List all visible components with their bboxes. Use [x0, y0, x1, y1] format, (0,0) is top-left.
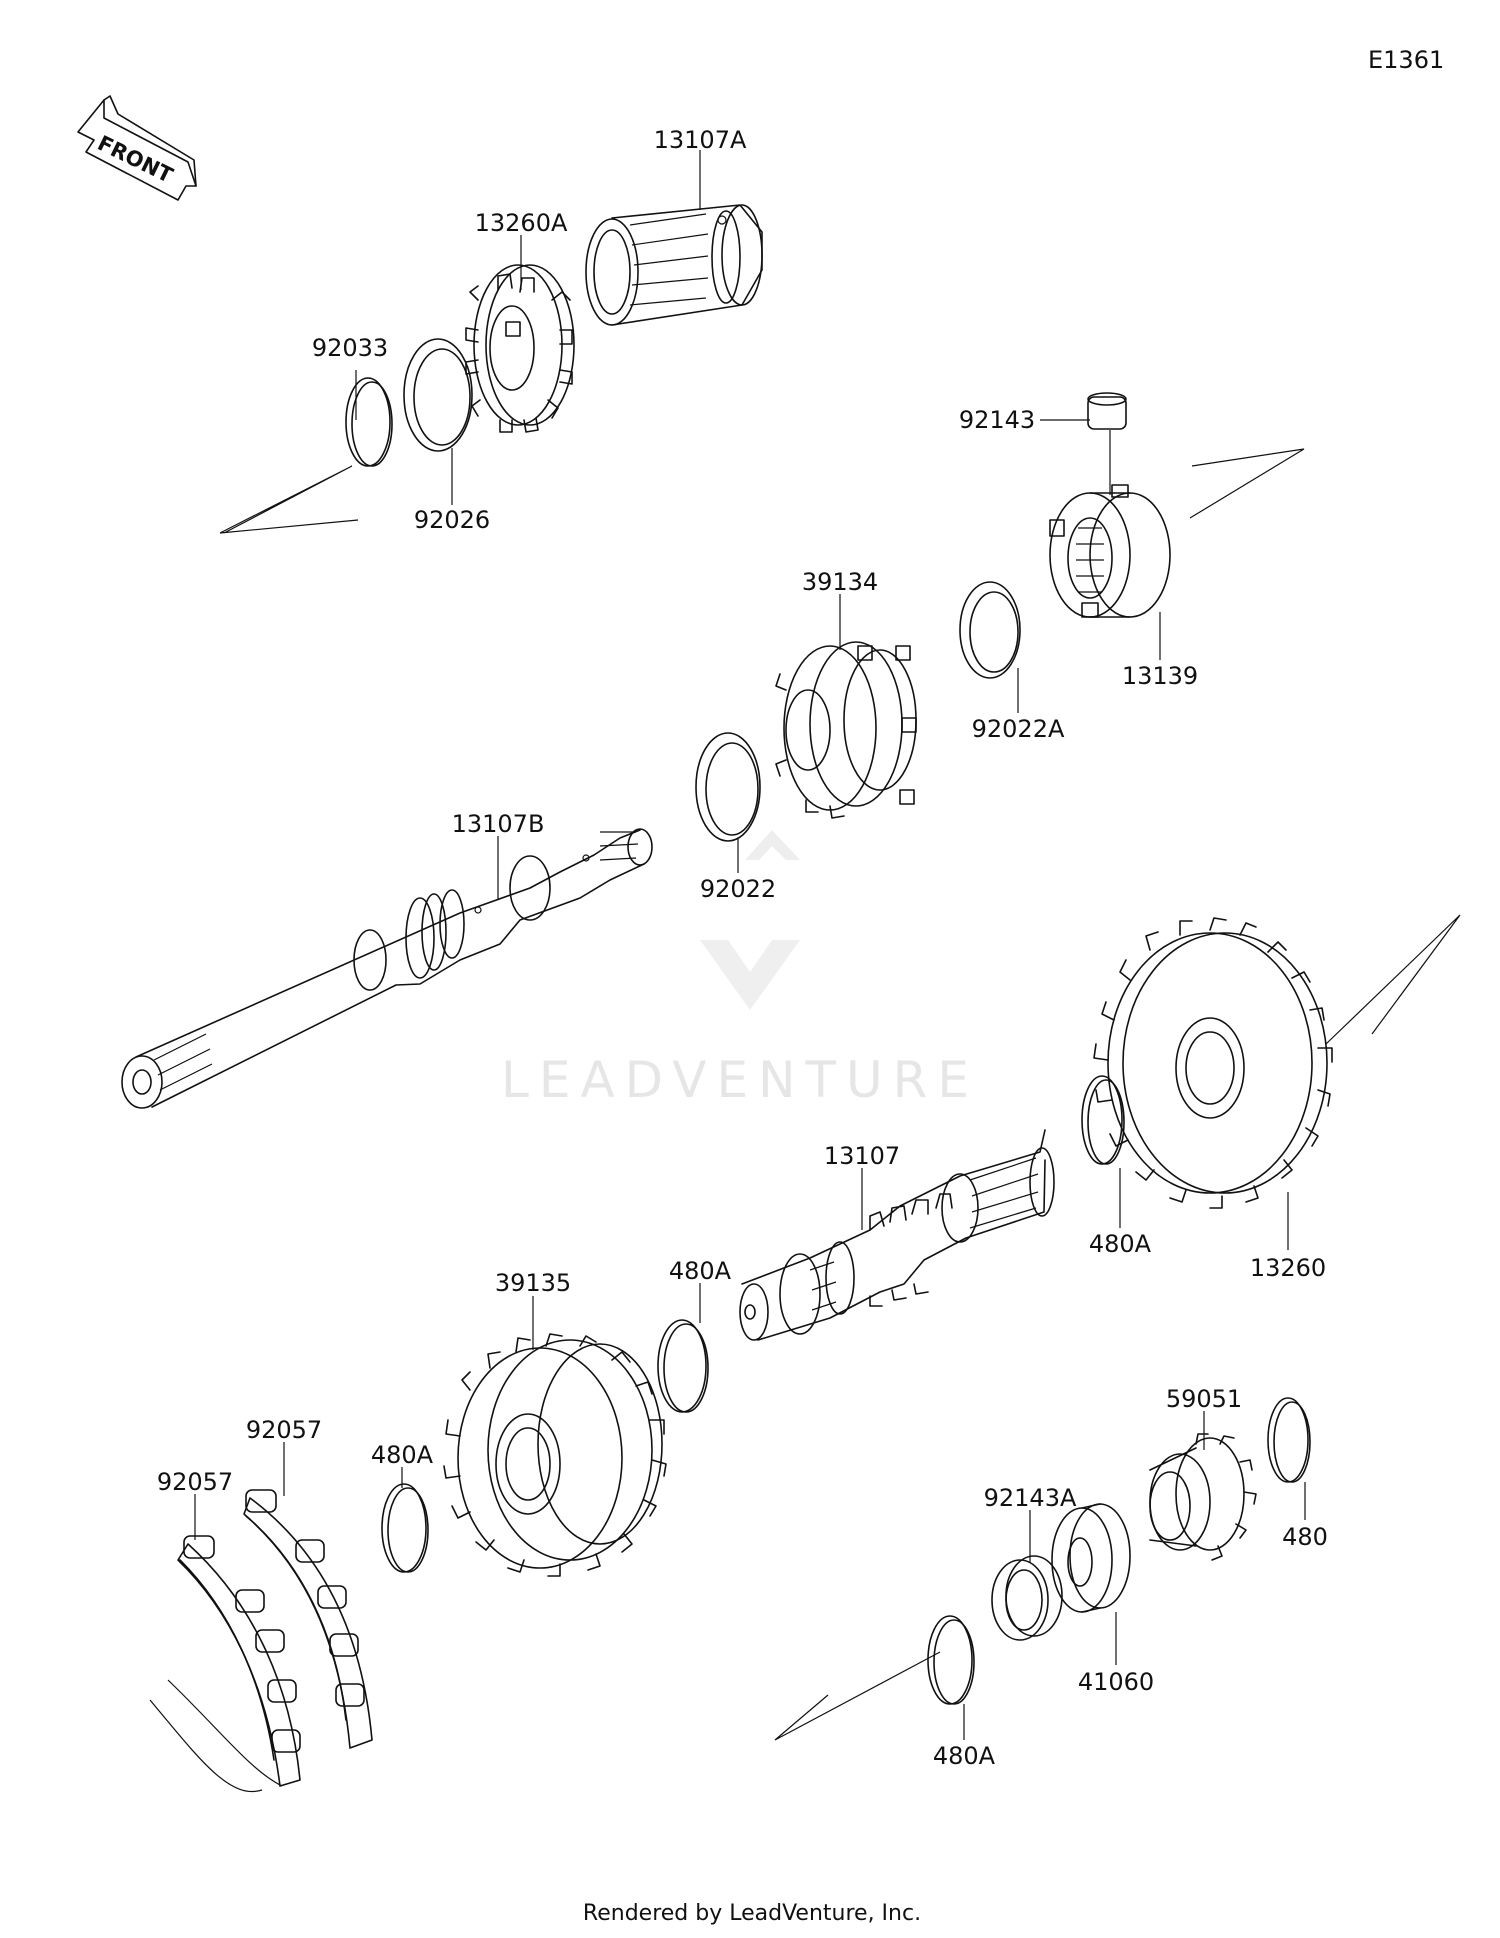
leader-lines — [194, 150, 1306, 1740]
gear-13260 — [1093, 917, 1333, 1209]
sleeve-13107a — [585, 204, 763, 326]
footer-credit: Rendered by LeadVenture, Inc. — [583, 1901, 921, 1926]
circlip-480 — [1267, 1397, 1311, 1483]
chain-92057-a — [149, 1535, 301, 1793]
circlip-480a-left — [381, 1483, 429, 1573]
label-13107b: 13107B — [452, 810, 545, 838]
label-92022a: 92022A — [972, 715, 1065, 743]
label-41060: 41060 — [1078, 1668, 1154, 1696]
label-13260: 13260 — [1250, 1254, 1326, 1282]
gear-39135 — [443, 1333, 667, 1577]
label-39134: 39134 — [802, 568, 878, 596]
shaft-13107 — [739, 1129, 1055, 1341]
label-92057-b: 92057 — [246, 1416, 322, 1444]
hub-13139 — [1049, 484, 1171, 618]
washer-92022a — [959, 581, 1021, 679]
watermark-text: LEADVENTURE — [501, 1051, 979, 1109]
circlip-480a-bottom — [927, 1615, 975, 1705]
shaft-13107b — [121, 828, 653, 1109]
axis-line — [774, 1651, 941, 1741]
ring-92143a — [991, 1555, 1063, 1641]
label-92143a: 92143A — [984, 1484, 1077, 1512]
sprocket-59051 — [1149, 1433, 1257, 1561]
label-13139: 13139 — [1122, 662, 1198, 690]
label-480a-right: 480A — [1089, 1230, 1152, 1258]
watermark-logo: LEADVENTURE — [501, 830, 979, 1109]
label-92022: 92022 — [700, 875, 776, 903]
label-92143: 92143 — [959, 406, 1035, 434]
circlip-480a-mid — [657, 1319, 709, 1413]
collar-41060 — [1051, 1503, 1131, 1613]
label-59051: 59051 — [1166, 1385, 1242, 1413]
diagram-code: E1361 — [1368, 46, 1444, 74]
chain-92057-b — [243, 1489, 373, 1749]
label-480a-mid: 480A — [669, 1257, 732, 1285]
washer-92022 — [695, 732, 761, 842]
label-13107: 13107 — [824, 1142, 900, 1170]
gear-13260a — [465, 264, 575, 433]
circlip-480a-right — [1081, 1075, 1125, 1165]
label-92026: 92026 — [414, 506, 490, 534]
washer-92026 — [403, 338, 473, 452]
circlip-92033 — [345, 377, 393, 467]
label-92057-a: 92057 — [157, 1468, 233, 1496]
label-13260a: 13260A — [475, 209, 568, 237]
label-13107a: 13107A — [654, 126, 747, 154]
label-480a-left: 480A — [371, 1441, 434, 1469]
label-480: 480 — [1282, 1523, 1328, 1551]
axis-line — [1325, 914, 1461, 1045]
front-arrow-label: FRONT — [94, 131, 177, 188]
label-92033: 92033 — [312, 334, 388, 362]
front-arrow-icon: FRONT — [77, 95, 197, 201]
axis-line — [219, 465, 359, 534]
dowel-92143 — [1087, 392, 1127, 430]
label-39135: 39135 — [495, 1269, 571, 1297]
label-480a-bottom: 480A — [933, 1742, 996, 1770]
gear-39134 — [775, 641, 917, 819]
axis-line — [1189, 448, 1305, 519]
